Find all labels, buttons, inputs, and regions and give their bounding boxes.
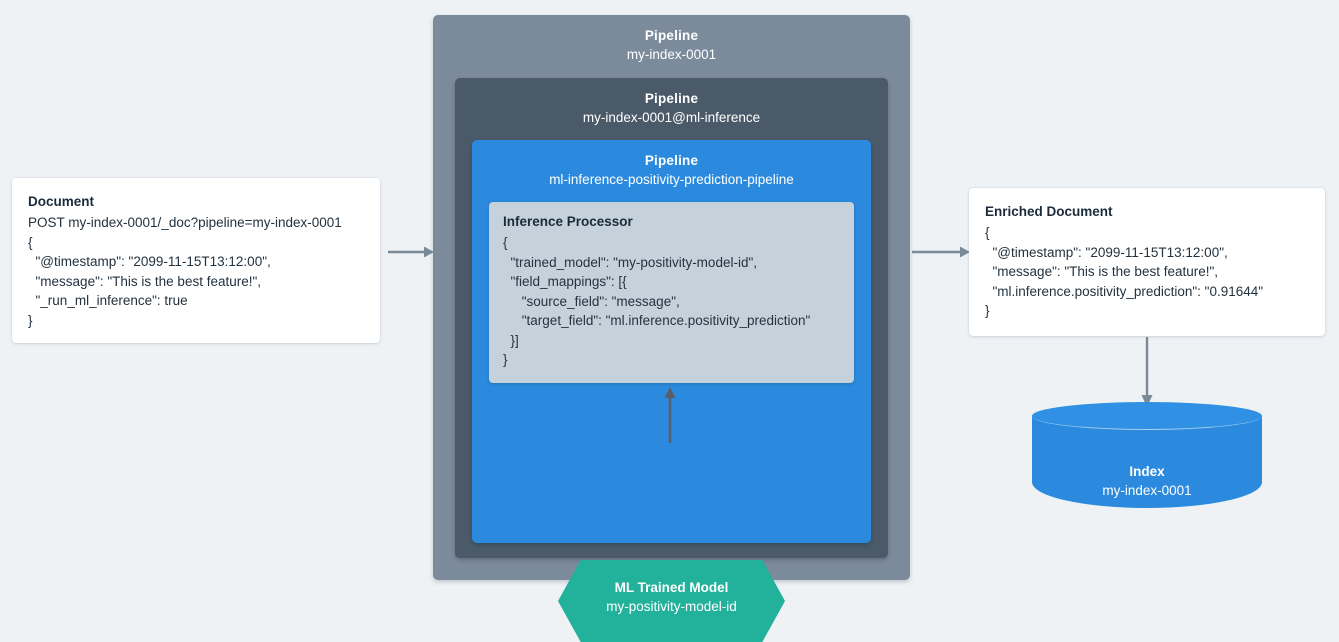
enriched-document-line: } — [985, 303, 990, 318]
inference-processor-line: "target_field": "ml.inference.positivity… — [503, 313, 811, 328]
cylinder-top-ellipse — [1032, 402, 1262, 430]
pipeline-inner-name: ml-inference-positivity-prediction-pipel… — [549, 172, 794, 187]
index-cylinder: Index my-index-0001 — [1032, 402, 1262, 522]
document-line: "_run_ml_inference": true — [28, 293, 188, 308]
index-label-group: Index my-index-0001 — [1032, 462, 1262, 501]
arrow-right-icon — [912, 245, 970, 259]
arrow-right-icon — [388, 245, 434, 259]
enriched-document-line: "message": "This is the best feature!", — [985, 264, 1219, 279]
pipeline-outer-name: my-index-0001 — [626, 47, 717, 62]
ml-trained-model-node: ML Trained Model my-positivity-model-id — [558, 560, 785, 642]
pipeline-outer-label: Pipeline — [644, 28, 699, 43]
document-line: "message": "This is the best feature!", — [28, 273, 262, 289]
cylinder-body — [1032, 416, 1262, 508]
index-label: Index — [1129, 464, 1165, 479]
enriched-document-line: "ml.inference.positivity_prediction": "0… — [985, 283, 1264, 299]
document-line: { — [28, 234, 33, 250]
pipeline-outer-header: Pipeline my-index-0001 — [433, 15, 910, 65]
document-line: "@timestamp": "2099-11-15T13:12:00", — [28, 254, 271, 269]
inference-processor-line: "source_field": "message", — [503, 293, 680, 309]
enriched-document-line: { — [985, 225, 990, 240]
document-title: Document — [28, 194, 95, 209]
index-name: my-index-0001 — [1102, 483, 1192, 498]
pipeline-inner-label: Pipeline — [644, 153, 699, 168]
document-line: } — [28, 312, 33, 328]
document-line: POST my-index-0001/_doc?pipeline=my-inde… — [28, 215, 342, 230]
document-card: Document POST my-index-0001/_doc?pipelin… — [12, 178, 380, 343]
pipeline-inner-header: Pipeline ml-inference-positivity-predict… — [472, 140, 871, 190]
enriched-document-title: Enriched Document — [985, 204, 1113, 219]
pipeline-middle-name: my-index-0001@ml-inference — [582, 110, 761, 125]
inference-processor-line: } — [503, 352, 508, 367]
pipeline-outer: Pipeline my-index-0001 Pipeline my-index… — [433, 15, 910, 642]
inference-processor-line: { — [503, 235, 508, 250]
pipeline-middle-header: Pipeline my-index-0001@ml-inference — [455, 78, 888, 128]
inference-processor-line: "field_mappings": [{ — [503, 274, 627, 289]
arrow-down-icon — [1139, 337, 1155, 407]
inference-processor-line: }] — [503, 332, 519, 348]
pipeline-inner: Pipeline ml-inference-positivity-predict… — [472, 140, 871, 642]
inference-processor-title: Inference Processor — [503, 214, 633, 229]
enriched-document-line: "@timestamp": "2099-11-15T13:12:00", — [985, 244, 1228, 260]
arrow-up-icon — [662, 387, 678, 443]
enriched-document-card: Enriched Document { "@timestamp": "2099-… — [969, 188, 1325, 336]
pipeline-middle: Pipeline my-index-0001@ml-inference Pipe… — [455, 78, 888, 642]
pipeline-middle-label: Pipeline — [644, 91, 699, 106]
inference-processor-box: Inference Processor { "trained_model": "… — [489, 202, 854, 383]
ml-trained-model-label: ML Trained Model — [614, 580, 729, 595]
ml-trained-model-name: my-positivity-model-id — [606, 599, 737, 614]
inference-processor-line: "trained_model": "my-positivity-model-id… — [503, 254, 758, 270]
